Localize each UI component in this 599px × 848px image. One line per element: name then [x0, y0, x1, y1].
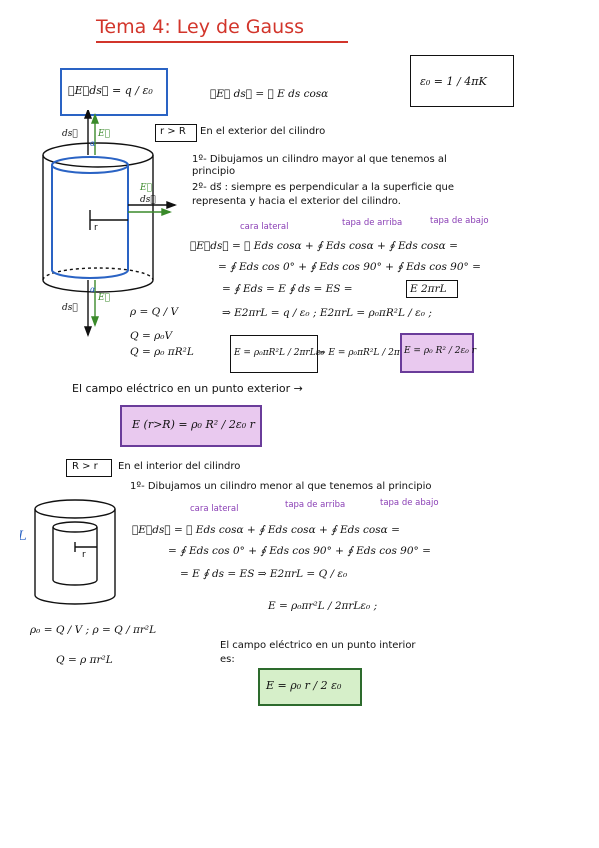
case2-eq4: E = ρ₀πr²L / 2πrLε₀ ;	[268, 600, 378, 612]
case1-label-tapa-arriba: tapa de arriba	[342, 218, 403, 228]
cylinder-diagram-interior: L r	[20, 499, 116, 605]
outer-cylinder-bottom	[42, 279, 154, 293]
E-top-label: E⃗	[97, 129, 110, 139]
case1-eq1: ∮E⃗ds⃗ = ∮ Eds cosα + ∮ Eds cosα + ∮ Eds…	[190, 240, 458, 252]
case2-desc: En el interior del cilindro	[118, 461, 241, 472]
case1-eq3: = ∮ Eds = E ∮ ds = ES =	[222, 283, 353, 295]
case1-step2b: representa y hacia el exterior del cilin…	[192, 196, 401, 207]
case1-label-box	[155, 124, 197, 142]
alpha-bottom-label: α	[90, 285, 96, 294]
case2-eq3: = E ∮ ds = ES ⇒ E2πrL = Q / ε₀	[180, 568, 348, 580]
case2-Q-def: Q = ρ πr²L	[56, 654, 113, 666]
case2-result-box	[258, 668, 362, 706]
r-label: r	[94, 223, 98, 233]
case1-eq4: ⇒ E2πrL = q / ε₀ ; E2πrL = ρ₀πR²L / ε₀ ;	[222, 307, 432, 319]
title-underline	[96, 41, 348, 43]
L-label-2: L	[20, 529, 27, 544]
case1-eq3-box	[406, 280, 458, 298]
E-bottom-label: E⃗	[97, 293, 110, 303]
gauss-law-expanded: ∮E⃗ ds⃗ = ∮ E ds cosα	[210, 88, 329, 100]
case2-eq2: = ∮ Eds cos 0° + ∮ Eds cos 90° + ∮ Eds c…	[168, 545, 431, 557]
case1-eq3-boxed: E 2πrL	[410, 283, 447, 295]
case1-result: E (r>R) = ρ₀ R² / 2ε₀ r	[132, 418, 255, 431]
case1-step1: 1º- Dibujamos un cilindro mayor al que t…	[192, 154, 447, 177]
case1-eq2: = ∮ Eds cos 0° + ∮ Eds cos 90° + ∮ Eds c…	[218, 261, 481, 273]
ds-side-label: ds⃗	[140, 195, 156, 205]
case1-q-def: Q = ρ₀V	[130, 330, 173, 342]
case1-rho-def: ρ = Q / V	[130, 306, 179, 318]
case2-eq1: ∮E⃗ds⃗ = ∮ Eds cosα + ∮ Eds cosα + ∮ Eds…	[132, 524, 400, 536]
case2-conclusion-a: El campo eléctrico en un punto interior	[220, 640, 416, 651]
case2-conclusion-b: es:	[220, 654, 235, 665]
epsilon-relation: ε₀ = 1 / 4πK	[420, 75, 487, 88]
case1-label-cara-lateral: cara lateral	[240, 222, 289, 232]
case2-label: R > r	[72, 461, 98, 472]
case1-label: r > R	[160, 126, 186, 137]
case2-label-tapa-abajo: tapa de abajo	[380, 498, 439, 508]
case1-result-box	[120, 405, 262, 447]
ds-top-label: ds⃗	[62, 129, 78, 139]
case2-label-tapa-arriba: tapa de arriba	[285, 500, 346, 510]
case1-step2a: 2º- ds⃗ : siempre es perpendicular a la …	[192, 182, 455, 193]
case2-label-cara-lateral: cara lateral	[190, 504, 239, 514]
case2-result: E = ρ₀ r / 2 ε₀	[266, 679, 342, 692]
case1-conclusion: El campo eléctrico en un punto exterior …	[72, 382, 303, 395]
cylinder-diagram-exterior: L r ds⃗ E⃗ ds⃗ E⃗ ds⃗ E⃗ α α	[42, 110, 177, 337]
ds-bottom-label: ds⃗	[62, 303, 78, 313]
case1-eq5-boxed: E = ρ₀πR²L / 2πrLε₀	[234, 348, 325, 358]
gauss-law-box	[60, 68, 168, 116]
case2-step1: 1º- Dibujamos un cilindro menor al que t…	[130, 481, 432, 492]
gauss-law: ∮E⃗ds⃗ = q / ε₀	[68, 84, 153, 97]
case2-rho-def: ρ₀ = Q / V ; ρ = Q / πr²L	[30, 624, 157, 636]
page-title: Tema 4: Ley de Gauss	[96, 16, 305, 38]
outer-cylinder-top	[42, 142, 154, 168]
alpha-top-label: α	[90, 139, 96, 148]
r-label-2: r	[82, 550, 86, 560]
E-side-label: E⃗	[139, 183, 152, 193]
case1-eq5-result: E = ρ₀ R² / 2ε₀ r	[404, 346, 477, 356]
epsilon-box	[410, 55, 514, 107]
case1-eq5-result-box	[400, 333, 474, 373]
case1-eq5-mid: ⇒ E = ρ₀πR²L / 2πrLε₀ ⇒	[318, 348, 429, 358]
case2-label-box	[66, 459, 112, 477]
case1-desc: En el exterior del cilindro	[200, 126, 326, 137]
case1-label-tapa-abajo: tapa de abajo	[430, 216, 489, 226]
case1-Q-def: Q = ρ₀ πR²L	[130, 346, 194, 358]
case1-eq5-box	[230, 335, 318, 373]
